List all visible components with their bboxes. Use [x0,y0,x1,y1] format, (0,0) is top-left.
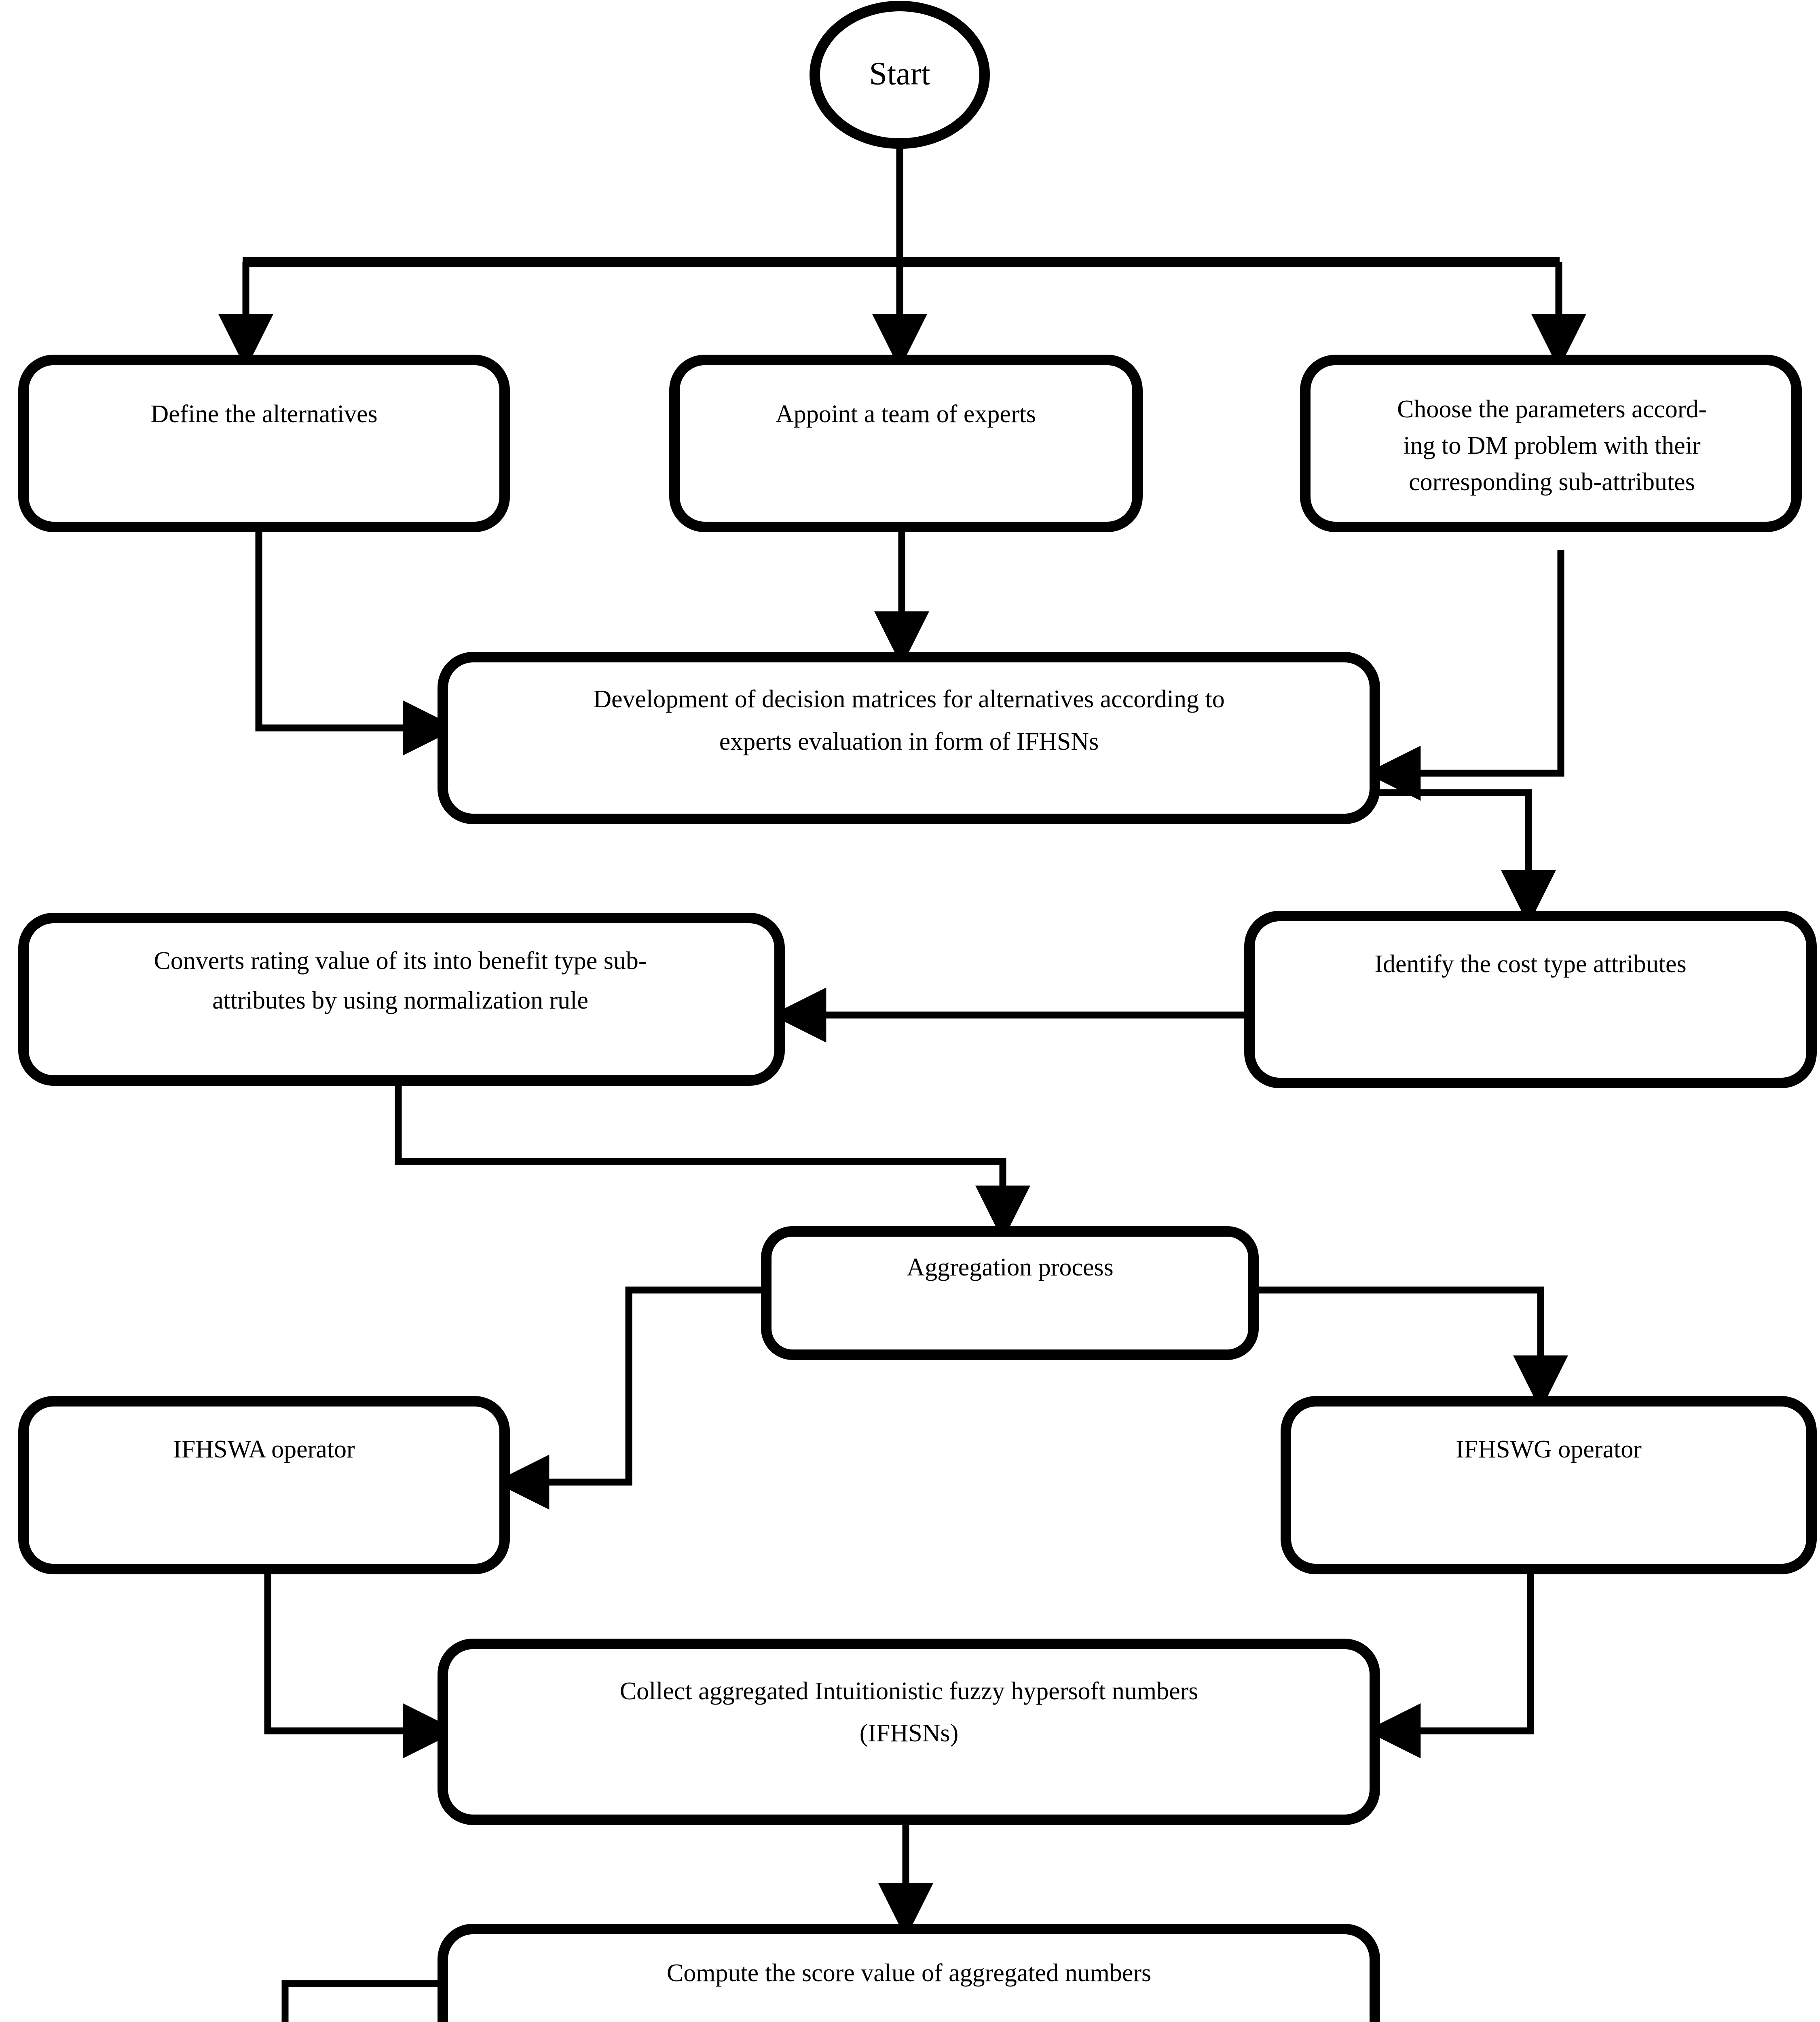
edge-score-to-choose [281,1980,449,2022]
edge-ifhswa-to-collect [264,1569,458,1758]
ifhswa-label: IFHSWA operator [173,1436,355,1463]
score-box[interactable] [438,1924,1380,2022]
node-start[interactable]: Start [810,1,990,149]
define-alternatives-label: Define the alternatives [150,400,377,428]
node-identify-cost[interactable]: Identify the cost type attributes [1244,911,1817,1088]
node-layer: Start Define the alternatives Appoint a … [18,1,1817,2022]
node-define-alternatives[interactable]: Define the alternatives [18,355,510,532]
start-ellipse-shape[interactable] [810,1,990,149]
node-normalize[interactable]: Converts rating value of its into benefi… [18,913,785,1086]
ifhswa-box[interactable] [18,1396,510,1574]
choose-parameters-line2: ing to DM problem with their [1403,432,1701,459]
node-ifhswa[interactable]: IFHSWA operator [18,1396,510,1574]
edge-normalize-to-aggregation [395,1081,1030,1241]
score-label: Compute the score value of aggregated nu… [667,1959,1151,1987]
decision-matrices-line2: experts evaluation in form of IFHSNs [719,728,1099,755]
decision-matrices-box[interactable] [438,652,1380,824]
choose-parameters-box[interactable] [1300,355,1802,532]
choose-parameters-line1: Choose the parameters accord- [1397,396,1707,423]
edge-aggregation-to-ifhswa [494,1286,766,1510]
edge-define-to-matrices [255,527,458,755]
choose-parameters-line3: corresponding sub-attributes [1409,468,1695,496]
edge-aggregation-to-ifhswg [1253,1286,1568,1411]
edge-parameters-to-matrices [1366,550,1564,801]
node-ifhswg[interactable]: IFHSWG operator [1281,1396,1817,1574]
identify-cost-label: Identify the cost type attributes [1374,950,1686,978]
start-label: Start [869,56,930,91]
node-score[interactable]: Compute the score value of aggregated nu… [438,1924,1380,2022]
normalize-line1: Converts rating value of its into benefi… [154,947,647,975]
node-decision-matrices[interactable]: Development of decision matrices for alt… [438,652,1380,824]
collect-line2: (IFHSNs) [860,1720,959,1747]
decision-matrices-line1: Development of decision matrices for alt… [593,685,1224,713]
normalize-box[interactable] [18,913,785,1086]
normalize-line2: attributes by using normalization rule [212,987,588,1014]
appoint-experts-label: Appoint a team of experts [776,400,1036,428]
node-aggregation[interactable]: Aggregation process [761,1226,1259,1360]
ifhswg-box[interactable] [1281,1396,1817,1574]
aggregation-box[interactable] [761,1226,1259,1360]
aggregation-label: Aggregation process [907,1254,1113,1281]
collect-line1: Collect aggregated Intuitionistic fuzzy … [620,1677,1199,1705]
collect-box[interactable] [438,1639,1380,1825]
appoint-experts-box[interactable] [669,355,1143,532]
node-choose-parameters[interactable]: Choose the parameters accord- ing to DM … [1300,355,1802,532]
ifhswg-label: IFHSWG operator [1456,1436,1642,1463]
define-alternatives-box[interactable] [18,355,510,532]
edge-ifhswg-to-collect [1366,1569,1534,1758]
connector-layer [218,144,1586,2022]
identify-cost-box[interactable] [1244,911,1817,1088]
edge-matrices-to-cost [1375,789,1556,925]
node-appoint-experts[interactable]: Appoint a team of experts [669,355,1143,532]
node-collect[interactable]: Collect aggregated Intuitionistic fuzzy … [438,1639,1380,1825]
